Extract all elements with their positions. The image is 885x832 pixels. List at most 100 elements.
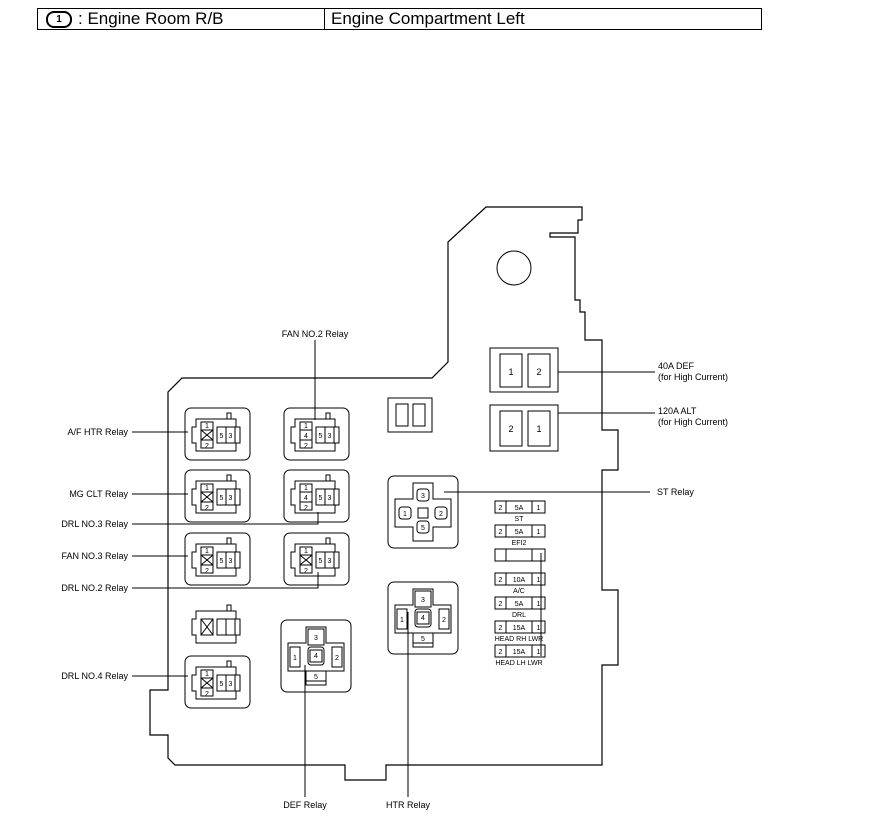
label-af-htr-relay: A/F HTR Relay	[67, 427, 128, 437]
header-location: : Engine Room R/B	[78, 9, 224, 28]
fuse-name: ST	[515, 516, 525, 523]
header-position: Engine Compartment Left	[331, 9, 525, 28]
fuse-pin-right: 1	[537, 505, 541, 512]
fuse-pin-left: 2	[499, 577, 503, 584]
label-drl-no3-relay: DRL NO.3 Relay	[61, 519, 128, 529]
fuse-2	[494, 548, 546, 562]
fusible-link-120a-alt: 2 1	[489, 404, 559, 452]
pin-2: 2	[442, 617, 446, 624]
label-40a-def: 40A DEF	[658, 361, 695, 371]
fuse-pin-right: 1	[537, 577, 541, 584]
label-fan-no2-relay: FAN NO.2 Relay	[282, 329, 349, 339]
pin-4: 4	[421, 615, 425, 622]
pin-2: 2	[304, 505, 308, 512]
pin-1: 1	[304, 548, 308, 555]
pin-4: 4	[304, 433, 308, 440]
pin-5: 5	[314, 674, 318, 681]
pin-5: 5	[319, 433, 323, 440]
pin-1: 1	[205, 423, 209, 430]
pin-3: 3	[229, 681, 233, 688]
pin-3: 3	[314, 635, 318, 642]
pin-2: 2	[304, 443, 308, 450]
pin-1: 1	[403, 511, 407, 518]
fuse-pin-left: 2	[499, 601, 503, 608]
fusible-link-pin-right: 1	[536, 424, 541, 434]
pin-3: 3	[229, 433, 233, 440]
pin-5: 5	[421, 636, 425, 643]
pin-1: 1	[293, 655, 297, 662]
header-table: 1 : Engine Room R/B Engine Compartment L…	[37, 8, 762, 30]
label-htr-relay: HTR Relay	[386, 800, 431, 810]
label-120a-alt: 120A ALT	[658, 406, 697, 416]
label-120a-alt-sub: (for High Current)	[658, 417, 728, 427]
pin-5: 5	[220, 433, 224, 440]
relay-def: 3 4 5 1 2	[280, 619, 352, 693]
pin-2: 2	[304, 568, 308, 575]
relay-block-housing	[149, 206, 619, 781]
pin-3: 3	[229, 495, 233, 502]
fuse-name: EFI2	[512, 540, 527, 547]
fuse-amperage: 10A	[513, 577, 526, 584]
pin-1: 1	[205, 485, 209, 492]
label-drl-no2-relay: DRL NO.2 Relay	[61, 583, 128, 593]
leader-lines	[132, 340, 655, 797]
label-st-relay: ST Relay	[657, 487, 694, 497]
fusible-link-40a-def: 1 2	[489, 347, 559, 393]
pin-2: 2	[205, 691, 209, 698]
pin-5: 5	[319, 495, 323, 502]
fuse-name: HEAD RH LWR	[495, 636, 543, 643]
pin-2: 2	[335, 655, 339, 662]
label-fan-no3-relay: FAN NO.3 Relay	[61, 551, 128, 561]
pin-3: 3	[421, 597, 425, 604]
header-location-cell: 1 : Engine Room R/B	[38, 9, 325, 29]
fuse-amperage: 5A	[515, 529, 524, 536]
fuse-amperage: 15A	[513, 625, 526, 632]
fuse-pin-right: 1	[537, 625, 541, 632]
pin-3: 3	[229, 558, 233, 565]
pin-1: 1	[205, 548, 209, 555]
fuse-pin-left: 2	[499, 625, 503, 632]
label-drl-no4-relay: DRL NO.4 Relay	[61, 671, 128, 681]
pin-5: 5	[421, 525, 425, 532]
pin-1: 1	[205, 671, 209, 678]
pin-2: 2	[439, 511, 443, 518]
spare-cavity	[387, 397, 433, 433]
pin-5: 5	[319, 558, 323, 565]
label-40a-def-sub: (for High Current)	[658, 372, 728, 382]
pin-4: 4	[314, 653, 318, 660]
pin-5: 5	[220, 558, 224, 565]
pin-3: 3	[328, 495, 332, 502]
fuse-amperage: 15A	[513, 649, 526, 656]
pin-2: 2	[205, 505, 209, 512]
pin-3: 3	[328, 433, 332, 440]
fuse-pin-left: 2	[499, 529, 503, 536]
mounting-hole	[496, 250, 532, 286]
connector-badge-icon: 1	[46, 10, 72, 28]
pin-3: 3	[421, 493, 425, 500]
fuse-amperage: 5A	[515, 505, 524, 512]
pin-3: 3	[328, 558, 332, 565]
relay-htr: 3 4 5 1 2	[387, 581, 459, 655]
pin-4: 4	[304, 495, 308, 502]
fusible-link-pin-left: 1	[508, 367, 513, 377]
fuse-name: HEAD LH LWR	[495, 660, 542, 667]
header-position-cell: Engine Compartment Left	[325, 9, 761, 29]
fuse-amperage: 5A	[515, 601, 524, 608]
pin-5: 5	[220, 495, 224, 502]
label-mg-clt-relay: MG CLT Relay	[69, 489, 128, 499]
label-def-relay: DEF Relay	[283, 800, 327, 810]
relay-st: 3 5 1 2	[387, 475, 459, 549]
pin-5: 5	[220, 681, 224, 688]
pin-1: 1	[400, 617, 404, 624]
pin-2: 2	[205, 568, 209, 575]
fuse-pin-right: 1	[537, 529, 541, 536]
relay-spare	[191, 604, 241, 644]
